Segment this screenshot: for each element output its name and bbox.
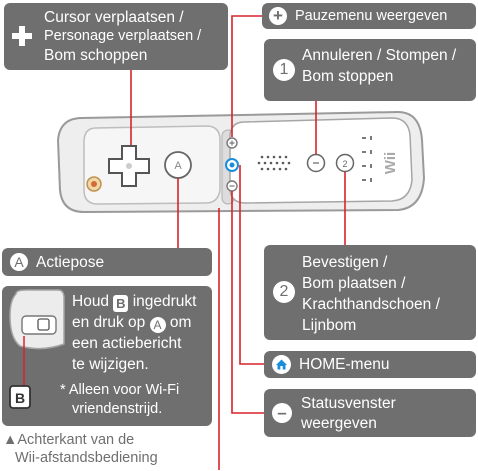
dpad-icon <box>12 26 32 46</box>
dpad-callout: Cursor verplaatsen / Personage verplaats… <box>4 3 228 70</box>
caption-line-2: Wii-afstandsbediening <box>15 450 158 466</box>
two-button-icon <box>335 153 355 173</box>
home-icon <box>272 355 291 374</box>
press-text: en druk op <box>72 314 146 331</box>
a-small-icon: A <box>149 317 166 333</box>
remote-back-inset: B <box>9 289 65 409</box>
dpad-line-1: Cursor verplaatsen / <box>44 9 184 26</box>
player-led-icon <box>362 136 372 182</box>
a-glyph: A <box>174 160 182 172</box>
minus-icon: – <box>272 403 292 423</box>
wii-logo: Wii <box>382 152 399 174</box>
back-note-line-4: te wijzigen. <box>72 356 149 373</box>
back-note-line-3: een actiebericht <box>72 335 182 352</box>
one-icon: 1 <box>273 59 295 81</box>
dpad-line-2: Personage verplaatsen / <box>44 28 202 44</box>
minus-callout: – Statusvenster weergeven <box>264 389 476 437</box>
pressed-text: ingedrukt <box>132 293 197 310</box>
plus-callout: + Pauzemenu weergeven <box>262 3 476 29</box>
two-line-4: Lijnbom <box>302 317 357 334</box>
b-icon: B <box>113 295 129 312</box>
two-icon: 2 <box>273 281 295 303</box>
two-line-3: Krachthandschoen / <box>302 296 440 313</box>
a-icon: A <box>10 253 28 271</box>
wifi-note-line-2: vriendenstrijd. <box>72 401 163 417</box>
a-label: Actiepose <box>36 254 105 271</box>
a-button-icon: A <box>164 151 192 179</box>
a-callout: A Actiepose <box>2 248 212 276</box>
minus-line-1: Statusvenster <box>301 395 396 412</box>
dpad-line-3: Bom schoppen <box>44 47 148 64</box>
dpad-icon <box>108 145 150 187</box>
two-line-2: Bom plaatsen / <box>302 275 406 292</box>
plus-label: Pauzemenu weergeven <box>295 8 448 24</box>
callout-lines <box>130 15 346 470</box>
back-note-callout: Houd B ingedrukt en druk op A om een act… <box>2 286 212 426</box>
plus-icon: + <box>269 7 287 25</box>
one-callout: 1 Annuleren / Stompen / Bom stoppen <box>264 39 476 101</box>
wii-remote: A 2 Wii <box>56 110 426 214</box>
one-line-2: Bom stoppen <box>302 68 394 85</box>
two-callout: 2 Bevestigen / Bom plaatsen / Krachthand… <box>264 245 476 340</box>
speaker-icon <box>257 155 291 171</box>
wifi-note-line-1: * Alleen voor Wi-Fi <box>60 382 180 398</box>
two-line-1: Bevestigen / <box>302 254 388 271</box>
two-glyph: 2 <box>342 159 347 169</box>
minus-line-2: weergeven <box>301 415 377 432</box>
home-callout: HOME-menu <box>264 351 476 378</box>
caption-line-1: ▲Achterkant van de <box>3 432 135 448</box>
hold-text: Houd <box>72 293 110 310</box>
home-label: HOME-menu <box>299 356 390 373</box>
back-note-line-2: en druk op A om <box>72 313 191 333</box>
back-note-line-1: Houd B ingedrukt <box>72 292 196 312</box>
b-glyph: B <box>15 390 25 406</box>
to-text: om <box>169 314 192 331</box>
one-line-1: Annuleren / Stompen / <box>302 47 457 64</box>
